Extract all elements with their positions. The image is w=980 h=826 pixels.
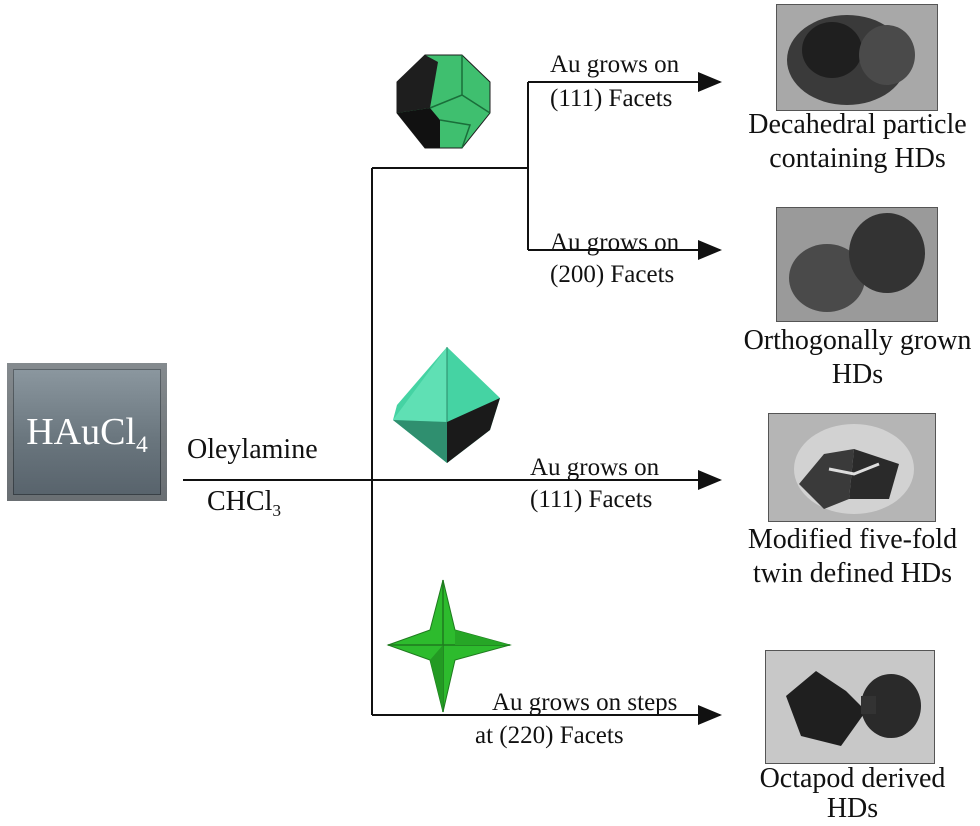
caption-octapod-line1: Octapod derived [759, 763, 946, 794]
tem-image-orthogonal [776, 207, 938, 322]
octahedron-shape [393, 347, 500, 463]
tem-image-octapod [765, 650, 935, 764]
label-111-top-line1: Au grows on [550, 51, 680, 78]
label-220-line2: at (220) Facets [475, 722, 624, 749]
reagent-label: Oleylamine [187, 434, 318, 465]
label-220-line1: Au grows on steps [492, 689, 678, 716]
caption-decahedral-line2: containing HDs [769, 143, 946, 174]
tem-image-decahedral [776, 4, 938, 111]
caption-orthogonal-line1: Orthogonally grown [743, 325, 972, 356]
label-111-mid-line2: (111) Facets [530, 486, 653, 513]
caption-fivefold-line1: Modified five-fold [747, 524, 958, 555]
label-111-mid-line1: Au grows on [530, 454, 660, 481]
label-200-line2: (200) Facets [550, 261, 675, 288]
haucl4-box: HAuCl4 [7, 363, 167, 501]
haucl4-label: HAuCl4 [26, 411, 148, 459]
tem-image-fivefold [768, 413, 936, 522]
octapod-shape [386, 579, 512, 713]
solvent-label: CHCl3 [207, 486, 282, 521]
decahedron-shape [396, 54, 491, 149]
label-200-line1: Au grows on [550, 229, 680, 256]
caption-orthogonal-line2: HDs [831, 359, 884, 390]
caption-fivefold-line2: twin defined HDs [752, 558, 953, 589]
caption-decahedral-line1: Decahedral particle [748, 109, 967, 140]
label-111-top-line2: (111) Facets [550, 85, 673, 112]
caption-octapod-line2: HDs [826, 793, 879, 824]
